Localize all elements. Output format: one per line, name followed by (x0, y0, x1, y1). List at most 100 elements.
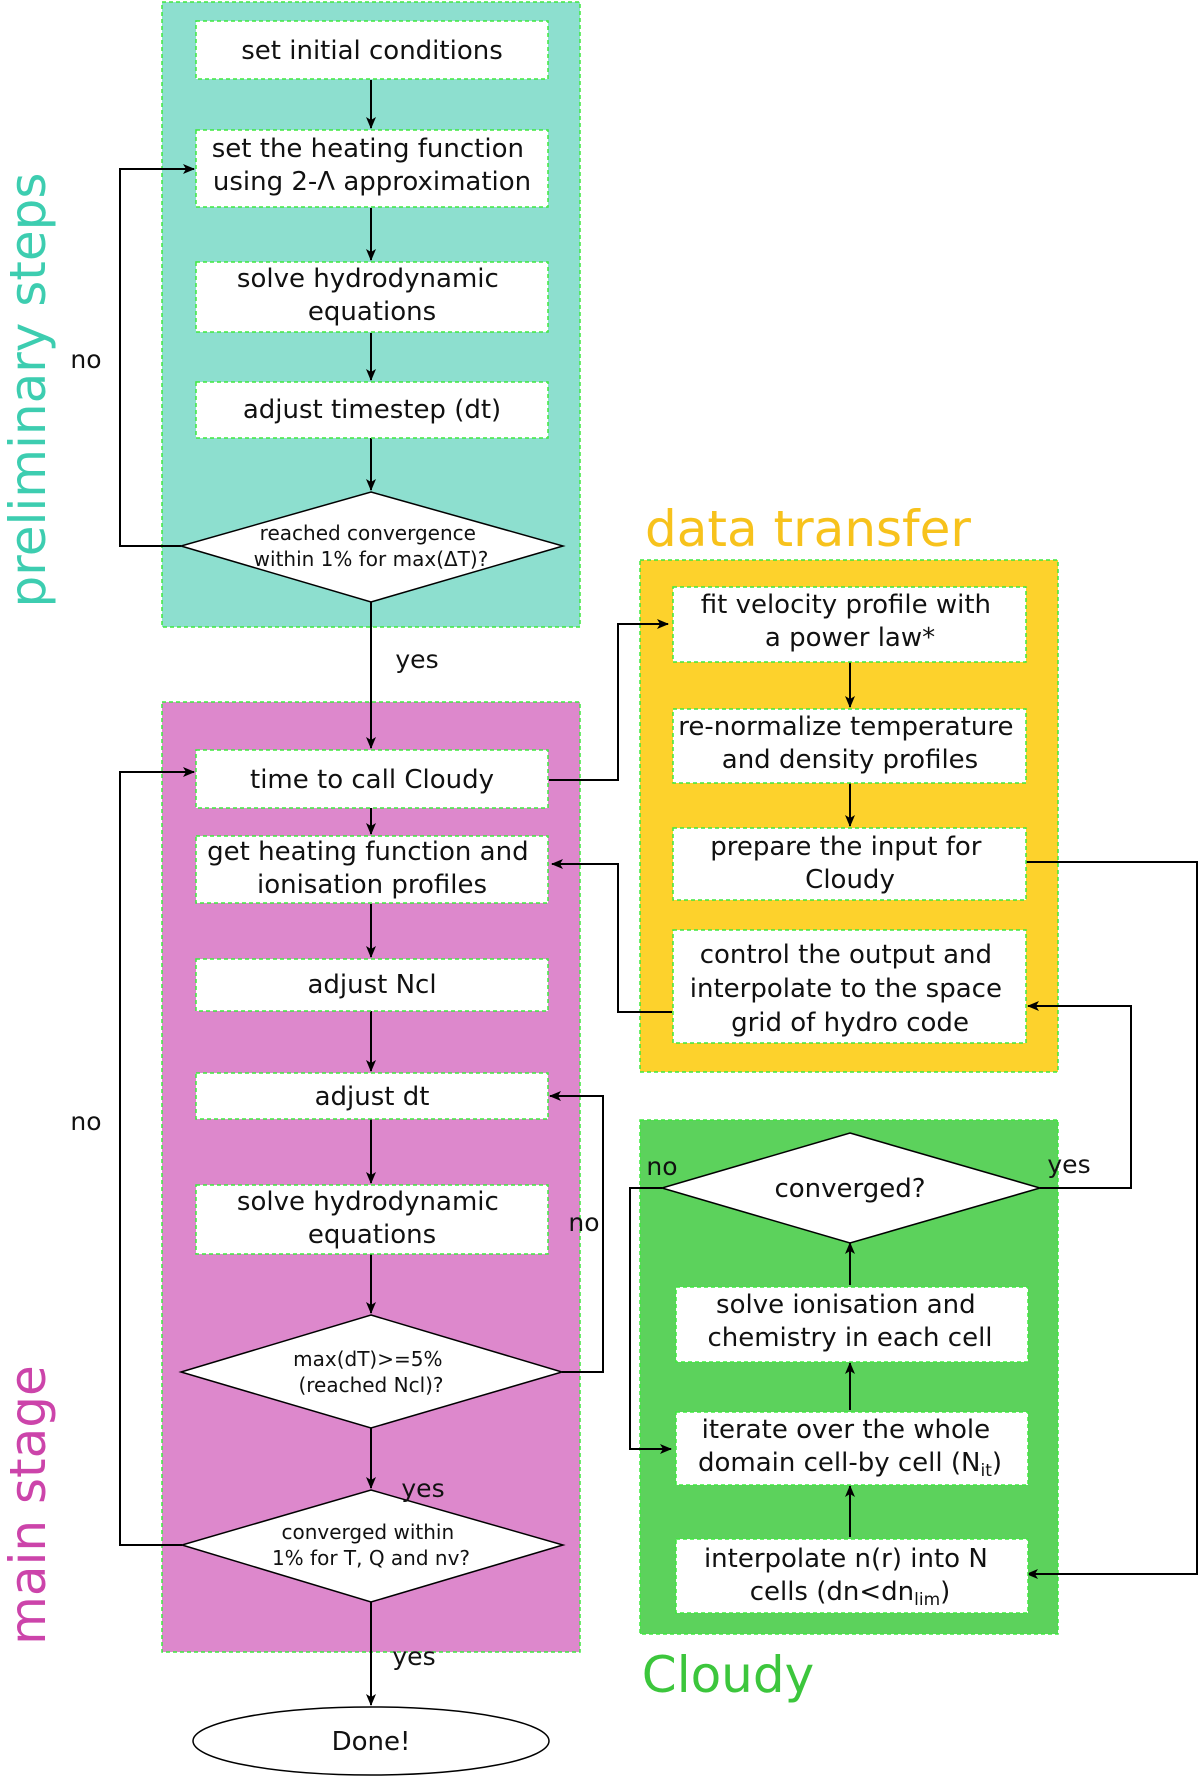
step-adjust-ncl: adjust Ncl (195, 958, 549, 1012)
step-fit-velocity: fit velocity profile with a power law* (672, 586, 1027, 663)
step-solve-hydro-prelim: solve hydrodynamic equations (195, 261, 549, 333)
svg-text:solve hydrodynamic equat: solve hydrodynamic equations (237, 1187, 507, 1250)
step-solve-hydro-main: solve hydrodynamic equations (195, 1184, 549, 1255)
interpolate-line-2: cells (dn<dn (750, 1577, 914, 1607)
decision-maxdt: max(dT)>=5% (reached Ncl)? (178, 1314, 565, 1429)
decision-main-converged: converged within 1% for T, Q and nv? (179, 1489, 566, 1603)
step-time-to-call-cloudy: time to call Cloudy (195, 749, 549, 809)
step-solve-ionisation: solve ionisation and chemistry in each c… (675, 1286, 1029, 1363)
interpolate-subscript: lim (914, 1590, 940, 1610)
prelim-convergence-line-1: reached convergence (260, 521, 476, 545)
main-title: main stage (0, 1365, 57, 1645)
iterate-line-1: iterate over the whole (702, 1415, 991, 1445)
edge-cloudy-yes-to-control (1027, 1001, 1132, 1189)
heating-line-1: set the heating function (212, 134, 524, 164)
svg-text:fit velocity profile with: fit velocity profile with a power law* (701, 590, 1000, 653)
iterate-close: ) (992, 1448, 1002, 1478)
decision-cloudy-converged: converged? (659, 1132, 1043, 1244)
prepare-line-2: Cloudy (805, 865, 895, 895)
adjust-ncl-line-1: adjust Ncl (307, 970, 436, 1000)
svg-text:adjust dt: adjust dt (315, 1082, 430, 1112)
maxdt-line-2: (reached Ncl)? (298, 1373, 443, 1397)
svg-text:adjust Ncl: adjust Ncl (307, 970, 436, 1000)
cloudy-title: Cloudy (642, 1646, 814, 1704)
prelim-convergence-line-2: within 1% for max(ΔT)? (254, 547, 489, 571)
svg-text:converged?: converged? (774, 1174, 925, 1204)
svg-text:prepare the input for Cl: prepare the input for Cloudy (710, 832, 990, 895)
fit-velocity-line-1: fit velocity profile with (701, 590, 991, 620)
svg-text:control the output and i: control the output and interpolate to th… (690, 940, 1010, 1038)
step-get-heating-function: get heating function and ionisation prof… (195, 835, 549, 904)
hydro-prelim-line-2: equations (308, 297, 436, 327)
edge-cloudy-no-loop (629, 1187, 672, 1454)
renorm-line-1: re-normalize temperature (678, 712, 1013, 742)
interpolate-line-1: interpolate n(r) into N (704, 1544, 988, 1574)
step-control-output: control the output and interpolate to th… (672, 929, 1027, 1044)
svg-text:max(dT)>=5% (reached Ncl: max(dT)>=5% (reached Ncl)? (293, 1347, 449, 1397)
done-label: Done! (332, 1727, 411, 1757)
edge-maxdt-no-loop (549, 1091, 604, 1373)
label-main-no-outer: no (70, 1107, 101, 1136)
adjust-timestep-line-1: adjust timestep (dt) (243, 395, 501, 425)
call-cloudy-line-1: time to call Cloudy (250, 765, 494, 795)
main-converged-line-1: converged within (282, 1520, 455, 1544)
fit-velocity-line-2: a power law* (765, 623, 935, 653)
svg-text:reached convergence with: reached convergence within 1% for max(ΔT… (254, 521, 489, 571)
label-prelim-no: no (70, 345, 101, 374)
svg-text:solve hydrodynamic equat: solve hydrodynamic equations (237, 264, 507, 327)
edges (119, 80, 1198, 1706)
svg-text:interpolate n(r) into N: interpolate n(r) into N cells (dn<dnlim) (704, 1544, 996, 1610)
step-set-initial-conditions: set initial conditions (195, 20, 549, 80)
step-iterate-domain: iterate over the whole domain cell-by ce… (675, 1411, 1029, 1486)
label-main-no-inner: no (568, 1208, 599, 1237)
svg-text:set the heating function: set the heating function using 2-Λ appro… (212, 134, 532, 197)
terminal-done: Done! (192, 1706, 550, 1776)
interpolate-close: ) (940, 1577, 950, 1607)
step-adjust-dt: adjust dt (195, 1072, 549, 1120)
heating-line-2: using 2-Λ approximation (213, 167, 531, 197)
step-adjust-timestep: adjust timestep (dt) (195, 381, 549, 439)
label-main-yes-final: yes (392, 1642, 435, 1671)
step-interpolate-cells: interpolate n(r) into N cells (dn<dnlim) (675, 1538, 1029, 1614)
adjust-dt-line-1: adjust dt (315, 1082, 430, 1112)
svg-text:set initial conditions: set initial conditions (241, 36, 503, 66)
control-line-3: grid of hydro code (731, 1008, 969, 1038)
svg-text:iterate over the whole d: iterate over the whole domain cell-by ce… (698, 1415, 1002, 1481)
label-cloudy-yes: yes (1047, 1150, 1090, 1179)
edge-prelim-no-loop (119, 164, 195, 547)
svg-text:Done!: Done! (332, 1727, 411, 1757)
decision-prelim-convergence: reached convergence within 1% for max(ΔT… (178, 491, 566, 603)
svg-text:time to call Cloudy: time to call Cloudy (250, 765, 494, 795)
prepare-line-1: prepare the input for (710, 832, 982, 862)
label-main-yes-mid: yes (401, 1474, 444, 1503)
hydro-prelim-line-1: solve hydrodynamic (237, 264, 499, 294)
step-prepare-input: prepare the input for Cloudy (672, 827, 1027, 901)
renorm-line-2: and density profiles (722, 745, 978, 775)
svg-text:get heating function and: get heating function and ionisation prof… (207, 837, 537, 900)
get-heating-line-1: get heating function and (207, 837, 528, 867)
svg-text:adjust timestep (dt): adjust timestep (dt) (243, 395, 501, 425)
transfer-title: data transfer (645, 500, 971, 558)
get-heating-line-2: ionisation profiles (257, 870, 487, 900)
svg-text:solve ionisation and che: solve ionisation and chemistry in each c… (707, 1290, 992, 1353)
edge-control-to-heating (551, 859, 672, 1013)
preliminary-title: preliminary steps (0, 173, 57, 608)
svg-text:re-normalize temperature: re-normalize temperature and density pro… (678, 712, 1021, 775)
maxdt-line-1: max(dT)>=5% (293, 1347, 442, 1371)
control-line-2: interpolate to the space (690, 974, 1002, 1004)
set-initial-line-1: set initial conditions (241, 36, 503, 66)
hydro-main-line-1: solve hydrodynamic (237, 1187, 499, 1217)
edge-prepare-to-interpolate (1025, 861, 1198, 1579)
main-converged-line-2: 1% for T, Q and nv? (272, 1546, 470, 1570)
control-line-1: control the output and (700, 940, 992, 970)
label-prelim-yes: yes (395, 645, 438, 674)
step-set-heating-function: set the heating function using 2-Λ appro… (195, 129, 549, 208)
step-renormalize: re-normalize temperature and density pro… (672, 708, 1027, 784)
label-cloudy-no: no (646, 1152, 677, 1181)
svg-text:converged within 1% for: converged within 1% for T, Q and nv? (272, 1520, 470, 1570)
solve-ionisation-line-2: chemistry in each cell (707, 1323, 992, 1353)
hydro-main-line-2: equations (308, 1220, 436, 1250)
edge-call-to-fit (549, 619, 669, 781)
iterate-subscript: it (980, 1461, 992, 1481)
